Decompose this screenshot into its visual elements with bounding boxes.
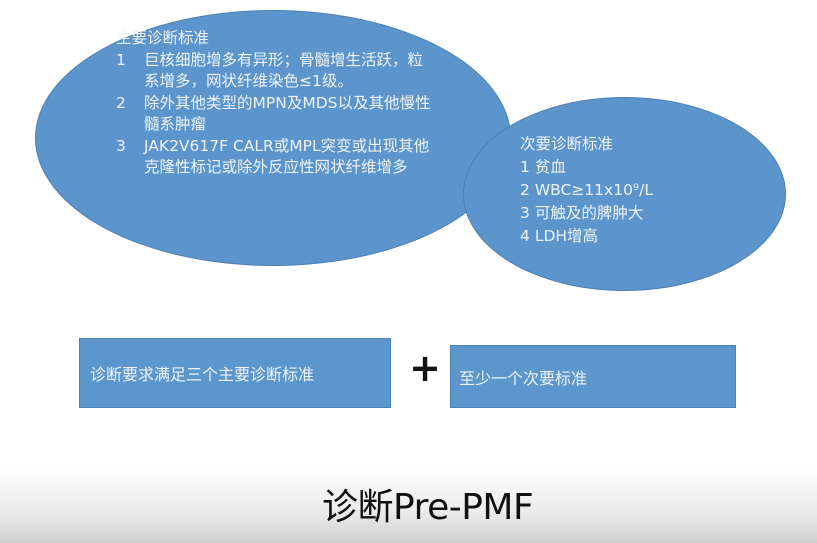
item-number: 1 — [520, 158, 530, 176]
plus-icon: + — [409, 346, 441, 390]
item-number: 2 — [520, 181, 530, 199]
minor-criteria-item: 3 可触及的脾肿大 — [520, 202, 740, 225]
minor-criteria-text: 次要诊断标准 1 贫血 2 WBC≥11x10⁹/L 3 可触及的脾肿大 4 L… — [520, 133, 740, 248]
item-text: 可触及的脾肿大 — [534, 204, 644, 222]
minor-requirement-box: 至少一个次要标准 — [450, 345, 736, 408]
item-text: JAK2V617F CALR或MPL突变或出现其他克隆性标记或除外反应性网状纤维… — [144, 136, 430, 177]
item-number: 1 — [116, 50, 126, 69]
major-requirement-box: 诊断要求满足三个主要诊断标准 — [79, 338, 391, 408]
item-text: 巨核细胞增多有异形；骨髓增生活跃，粒系增多，网状纤维染色≤1级。 — [144, 50, 424, 91]
major-criteria-item: 2 除外其他类型的MPN及MDS以及其他慢性髓系肿瘤 — [116, 93, 436, 136]
item-text: 贫血 — [534, 158, 566, 176]
minor-criteria-title: 次要诊断标准 — [520, 135, 614, 153]
item-number: 3 — [116, 136, 126, 155]
minor-criteria-ellipse — [463, 97, 786, 291]
item-number: 2 — [116, 93, 126, 112]
item-number: 4 — [520, 227, 530, 245]
minor-criteria-item: 4 LDH增高 — [520, 225, 740, 248]
minor-criteria-item: 1 贫血 — [520, 156, 740, 179]
major-criteria-item: 1 巨核细胞增多有异形；骨髓增生活跃，粒系增多，网状纤维染色≤1级。 — [116, 50, 436, 93]
major-criteria-title: 主要诊断标准 — [116, 29, 210, 47]
minor-requirement-label: 至少一个次要标准 — [459, 368, 588, 388]
major-criteria-text: 主要诊断标准 1 巨核细胞增多有异形；骨髓增生活跃，粒系增多，网状纤维染色≤1级… — [116, 28, 436, 179]
major-requirement-label: 诊断要求满足三个主要诊断标准 — [90, 365, 315, 384]
item-text: LDH增高 — [534, 227, 599, 245]
item-text: 除外其他类型的MPN及MDS以及其他慢性髓系肿瘤 — [144, 93, 431, 134]
major-criteria-item: 3 JAK2V617F CALR或MPL突变或出现其他克隆性标记或除外反应性网状… — [116, 136, 436, 179]
major-criteria-ellipse — [35, 10, 511, 266]
item-text: WBC≥11x10⁹/L — [534, 181, 653, 199]
item-number: 3 — [520, 204, 530, 222]
minor-criteria-item: 2 WBC≥11x10⁹/L — [520, 179, 740, 202]
slide-title: 诊断Pre-PMF — [322, 487, 534, 528]
